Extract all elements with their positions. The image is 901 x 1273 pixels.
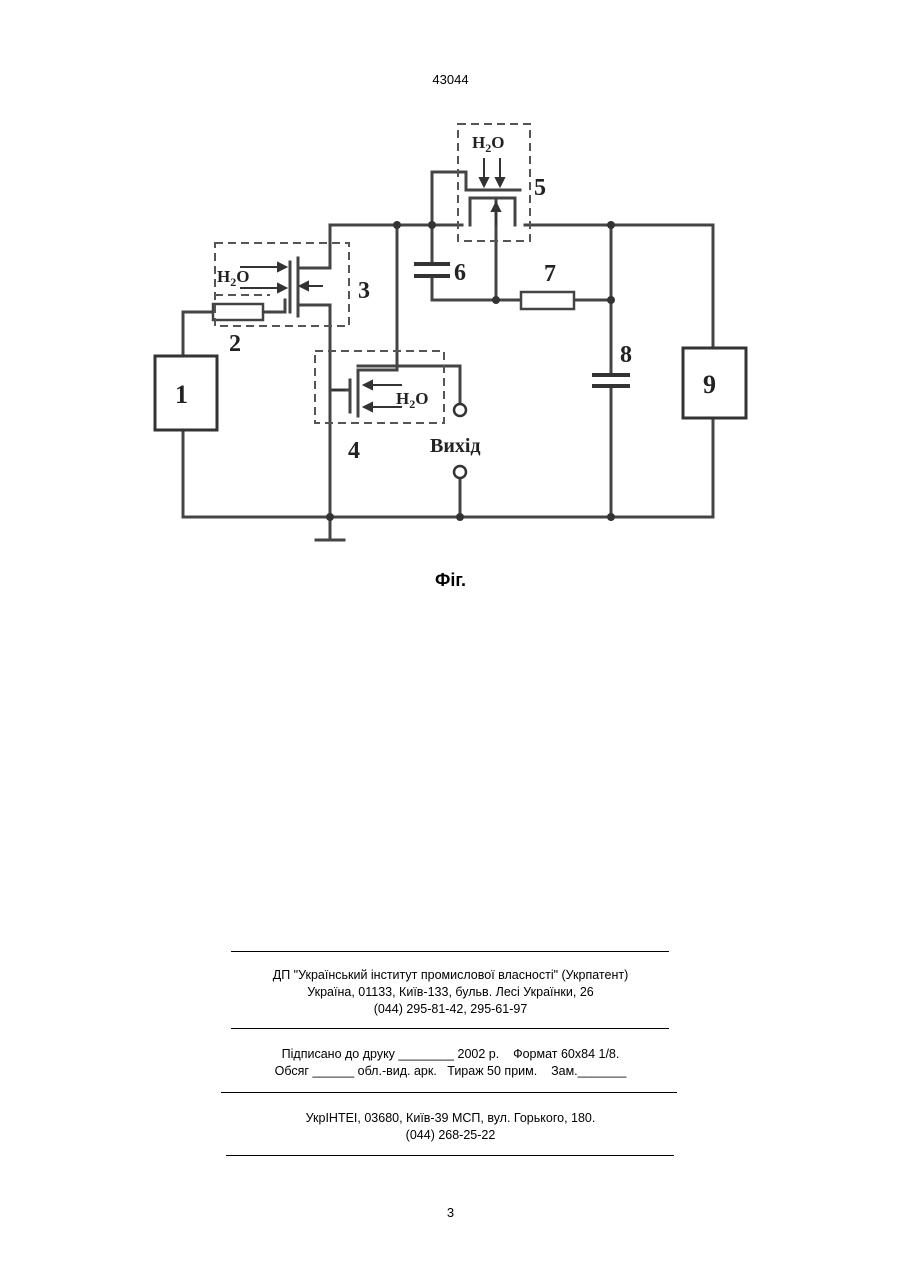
org-line-2: Україна, 01133, Київ-133, бульв. Лесі Ук…: [0, 985, 901, 999]
footer-rule-1: [231, 951, 669, 952]
inst-line-1: УкрІНТЕІ, 03680, Київ-39 МСП, вул. Горьк…: [0, 1111, 901, 1125]
block-7-label: 7: [544, 261, 556, 287]
block-5-label: 5: [534, 175, 546, 201]
h2o-label-5: H2O: [472, 133, 504, 155]
footer-rule-4: [226, 1155, 674, 1156]
print-line-1: Підписано до друку ________ 2002 р. Форм…: [0, 1047, 901, 1061]
block-4-label: 4: [348, 438, 360, 464]
block-9-label: 9: [703, 370, 716, 399]
figure-caption: Фіг.: [0, 570, 901, 591]
block-3-label: 3: [358, 278, 370, 304]
patent-number: 43044: [0, 72, 901, 87]
footer-rule-3: [221, 1092, 677, 1093]
output-label: Вихід: [430, 435, 481, 457]
block-8-label: 8: [620, 342, 632, 368]
circuit-diagram: 1 2 3 4 5 6 7 8 9 H2O H2O H2O Вихід: [0, 110, 901, 560]
h2o-label-3: H2O: [217, 267, 249, 289]
org-line-1: ДП "Український інститут промислової вла…: [0, 968, 901, 982]
inst-line-2: (044) 268-25-22: [0, 1128, 901, 1142]
block-6-label: 6: [454, 260, 466, 286]
block-1-label: 1: [175, 380, 188, 409]
footer-rule-2: [231, 1028, 669, 1029]
page-number: 3: [0, 1205, 901, 1220]
org-line-3: (044) 295-81-42, 295-61-97: [0, 1002, 901, 1016]
h2o-label-4: H2O: [396, 389, 428, 411]
print-line-2: Обсяг ______ обл.-вид. арк. Тираж 50 при…: [0, 1064, 901, 1078]
block-2-label: 2: [229, 331, 241, 357]
